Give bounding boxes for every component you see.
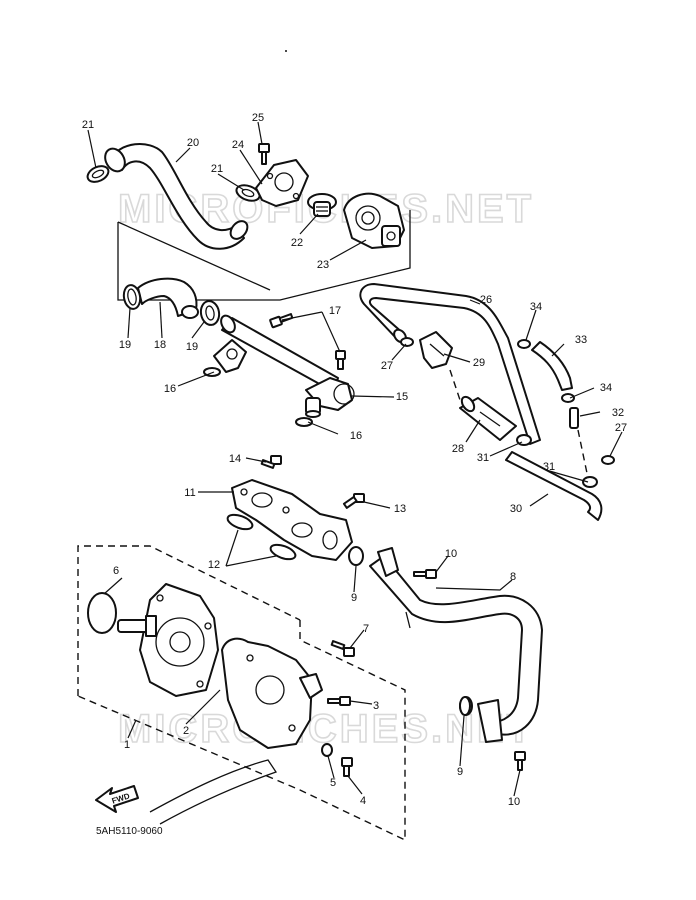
- diagram-code: 5AH5110-9060: [96, 826, 163, 837]
- callout-24: 24: [232, 139, 244, 151]
- callout-3: 3: [373, 700, 379, 712]
- bolt-13[interactable]: [342, 493, 365, 509]
- callout-21: 21: [82, 119, 94, 131]
- callout-17: 17: [329, 305, 341, 317]
- callout-30: 30: [510, 503, 522, 515]
- callout-31: 31: [543, 461, 555, 473]
- callout-19: 19: [186, 341, 198, 353]
- thermostat-cover-24[interactable]: [255, 159, 309, 207]
- bolt-7[interactable]: [330, 640, 355, 657]
- callout-34: 34: [600, 382, 612, 394]
- water-jacket-11[interactable]: [231, 479, 353, 561]
- o-ring-9-upper: [348, 546, 364, 566]
- bolt-10-upper[interactable]: [413, 569, 437, 579]
- callout-20: 20: [187, 137, 199, 149]
- clamp-34-top[interactable]: [517, 339, 531, 349]
- o-ring-9-lower[interactable]: [459, 696, 471, 716]
- hose-30[interactable]: [505, 451, 603, 521]
- leader-dash-28: [449, 369, 461, 401]
- pipe-32[interactable]: [569, 407, 579, 429]
- fwd-arrow-icon: FWD: [95, 785, 139, 813]
- callout-12: 12: [208, 559, 220, 571]
- thermostat-housing-23[interactable]: [343, 192, 405, 249]
- callout-6: 6: [113, 565, 119, 577]
- clamp-27-left[interactable]: [400, 337, 414, 347]
- callout-11: 11: [184, 487, 195, 499]
- bolt-4[interactable]: [341, 757, 353, 777]
- thermostat-22[interactable]: [307, 193, 337, 217]
- callouts: 21 20 21 24 25 22 23 19 18 19 17 16 15 1…: [82, 112, 627, 808]
- callout-33: 33: [575, 334, 587, 346]
- bolt-17-upper[interactable]: [269, 313, 294, 329]
- o-ring-6[interactable]: [87, 592, 117, 634]
- callout-9: 9: [351, 592, 357, 604]
- callout-27: 27: [381, 360, 393, 372]
- callout-29: 29: [473, 357, 485, 369]
- clamp-19-right[interactable]: [199, 300, 221, 327]
- callout-34: 34: [530, 301, 542, 313]
- o-ring-16-right[interactable]: [295, 417, 313, 427]
- clamp-31-right[interactable]: [582, 476, 598, 488]
- speck: [285, 50, 287, 52]
- impeller-shaft[interactable]: [117, 615, 157, 637]
- callout-4: 4: [360, 795, 366, 807]
- filter-28[interactable]: [459, 395, 517, 441]
- callout-1: 1: [124, 739, 130, 751]
- clamp-19-left[interactable]: [122, 284, 142, 310]
- water-pump-box: [77, 545, 406, 842]
- callout-10: 10: [445, 548, 457, 560]
- callout-7: 7: [363, 623, 369, 635]
- callout-23: 23: [317, 259, 329, 271]
- hose-bottom: [149, 759, 278, 825]
- pump-cover-2[interactable]: [221, 637, 323, 749]
- thermostat-group-frame: [117, 210, 411, 301]
- water-pipe-15[interactable]: [213, 313, 355, 418]
- hose-33[interactable]: [531, 341, 573, 391]
- clamp-34-bottom[interactable]: [561, 393, 575, 403]
- clamp-21-left[interactable]: [85, 163, 111, 185]
- callout-21: 21: [211, 163, 223, 175]
- callout-31: 31: [477, 452, 489, 464]
- hose-18[interactable]: [137, 277, 199, 319]
- callout-15: 15: [396, 391, 408, 403]
- washer-5[interactable]: [321, 743, 333, 757]
- clamp-27-right[interactable]: [601, 455, 615, 465]
- callout-26: 26: [480, 294, 492, 306]
- pump-housing[interactable]: [139, 583, 219, 697]
- callout-18: 18: [154, 339, 166, 351]
- bolt-17-lower[interactable]: [335, 350, 346, 370]
- callout-9: 9: [457, 766, 463, 778]
- bracket-29[interactable]: [419, 331, 453, 369]
- callout-32: 32: [612, 407, 624, 419]
- callout-19: 19: [119, 339, 131, 351]
- leader-lines: [87, 121, 623, 797]
- callout-28: 28: [452, 443, 464, 455]
- hose-20[interactable]: [101, 142, 251, 250]
- bolt-10-lower[interactable]: [514, 751, 526, 771]
- bolt-3[interactable]: [327, 696, 351, 706]
- gasket-12-right[interactable]: [269, 542, 298, 562]
- callout-27: 27: [615, 422, 627, 434]
- callout-8: 8: [510, 571, 516, 583]
- callout-5: 5: [330, 777, 336, 789]
- callout-2: 2: [183, 725, 189, 737]
- callout-16: 16: [164, 383, 176, 395]
- leader-dash-30: [577, 429, 589, 479]
- callout-25: 25: [252, 112, 264, 124]
- callout-13: 13: [394, 503, 406, 515]
- gasket-12-left[interactable]: [226, 512, 255, 532]
- callout-16: 16: [350, 430, 362, 442]
- callout-14: 14: [229, 453, 241, 465]
- bolt-25[interactable]: [258, 143, 270, 165]
- callout-10: 10: [508, 796, 520, 808]
- callout-22: 22: [291, 237, 303, 249]
